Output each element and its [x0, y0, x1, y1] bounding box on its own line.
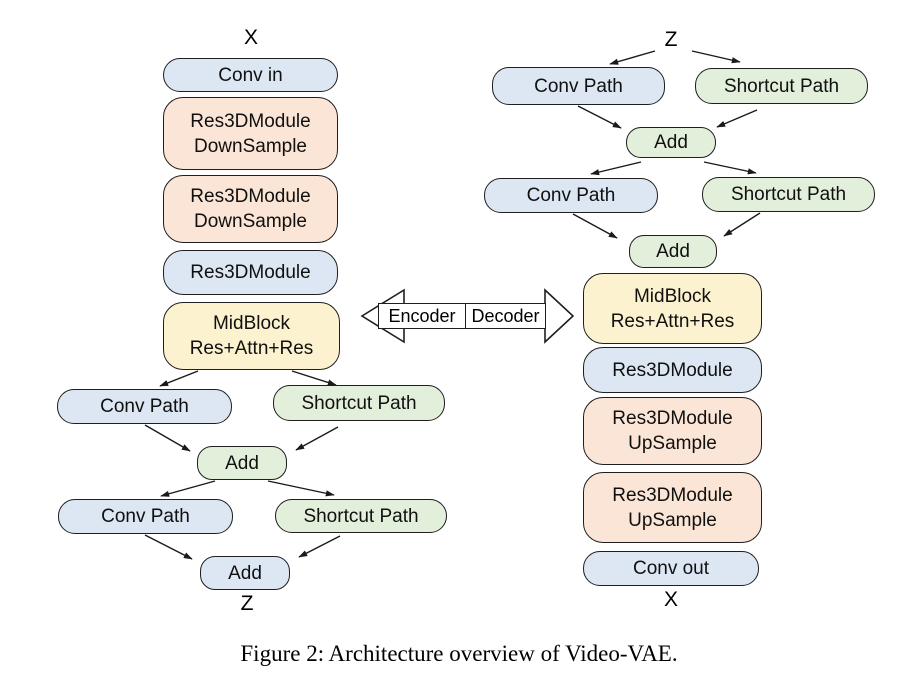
node-label-line: DownSample — [194, 135, 307, 157]
node-label: Add — [225, 452, 259, 474]
node-label-line: Res3DModule — [190, 186, 311, 207]
node-res3dmodule-decoder: Res3DModule — [583, 347, 762, 393]
node-label: Add — [656, 241, 690, 262]
node-shortcut-path-encoder-1: Shortcut Path — [273, 385, 445, 421]
node-add-encoder-2: Add — [200, 556, 290, 590]
node-label: Add — [228, 562, 262, 584]
node-label: Res3DModule — [612, 359, 733, 381]
node-label-line: Res3DModule — [612, 408, 733, 429]
node-label: Shortcut Path — [301, 392, 417, 414]
node-add-decoder-2: Add — [629, 235, 717, 268]
decoder-arrow-label: Decoder — [465, 303, 546, 329]
node-shortcut-path-decoder-2: Shortcut Path — [702, 177, 875, 212]
node-midblock-decoder: MidBlock Res+Attn+Res — [583, 273, 762, 344]
node-label-line: MidBlock — [633, 285, 712, 307]
node-label: Conv Path — [526, 185, 616, 206]
node-label: Conv in — [218, 64, 283, 86]
encoder-arrow-label: Encoder — [378, 303, 466, 329]
decoder-input-label: Z — [664, 28, 678, 51]
encoder-output-label: Z — [240, 592, 254, 615]
node-label: Conv Path — [101, 506, 190, 527]
decoder-output-label: X — [663, 588, 678, 611]
node-res3dmodule-downsample-1: Res3DModule DownSample — [163, 97, 338, 170]
node-conv-path-decoder-2: Conv Path — [484, 178, 658, 213]
encoder-input-label: X — [243, 26, 258, 49]
node-label-line: Res+Attn+Res — [189, 338, 314, 359]
node-label: Res3DModule — [190, 262, 311, 283]
node-label: Shortcut Path — [303, 505, 419, 527]
node-label: Add — [654, 132, 688, 153]
node-label: Conv Path — [100, 396, 189, 417]
node-label-line: DownSample — [194, 211, 307, 232]
node-shortcut-path-encoder-2: Shortcut Path — [275, 499, 447, 533]
node-add-decoder-1: Add — [626, 127, 716, 158]
node-label-line: Res+Attn+Res — [610, 310, 735, 332]
node-res3dmodule-encoder: Res3DModule — [163, 250, 338, 295]
node-add-encoder-1: Add — [197, 446, 287, 480]
node-shortcut-path-decoder-1: Shortcut Path — [695, 68, 868, 104]
node-label-line: Res3DModule — [612, 484, 733, 506]
node-res3dmodule-upsample-1: Res3DModule UpSample — [583, 397, 762, 465]
node-label: Shortcut Path — [730, 184, 847, 205]
node-conv-path-encoder-2: Conv Path — [58, 499, 233, 534]
node-label: Conv Path — [534, 75, 623, 97]
node-conv-path-decoder-1: Conv Path — [492, 67, 665, 105]
node-midblock-encoder: MidBlock Res+Attn+Res — [163, 302, 340, 370]
node-label-line: MidBlock — [212, 313, 291, 334]
node-res3dmodule-upsample-2: Res3DModule UpSample — [583, 472, 762, 543]
node-label-line: UpSample — [628, 433, 717, 454]
node-res3dmodule-downsample-2: Res3DModule DownSample — [163, 175, 338, 243]
node-label-line: UpSample — [628, 509, 717, 531]
node-label: Conv out — [632, 558, 710, 579]
node-label: Shortcut Path — [723, 75, 840, 97]
figure-caption: Figure 2: Architecture overview of Video… — [240, 641, 678, 666]
node-conv-path-encoder-1: Conv Path — [57, 389, 232, 424]
node-label-line: Res3DModule — [190, 110, 311, 132]
node-conv-in: Conv in — [163, 58, 338, 92]
node-conv-out: Conv out — [583, 551, 759, 586]
